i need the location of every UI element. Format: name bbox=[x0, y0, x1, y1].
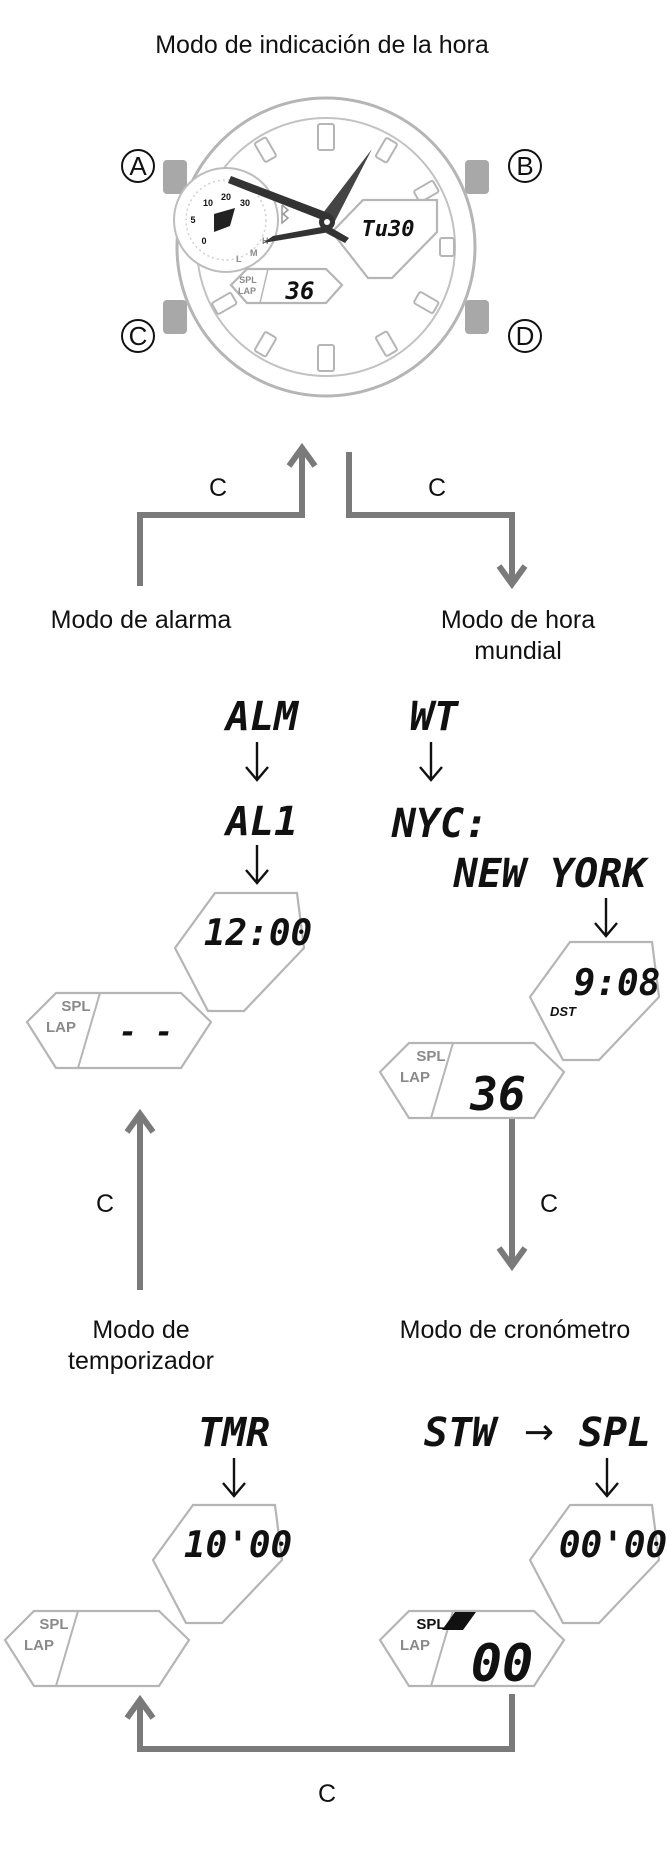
alarm-sub-display: - - bbox=[119, 1015, 173, 1050]
arrow-time-to-world: C bbox=[346, 452, 528, 590]
stopwatch-seq-from: STW bbox=[424, 1410, 499, 1456]
minute-hand bbox=[323, 149, 372, 223]
svg-text:10: 10 bbox=[203, 198, 213, 208]
arrow-right-icon: → bbox=[524, 1412, 554, 1453]
svg-text:C: C bbox=[96, 1190, 114, 1218]
button-a-crown[interactable] bbox=[163, 160, 187, 194]
subdial: 10 20 30 5 0 L M H bbox=[173, 167, 279, 273]
arrow-down-icon bbox=[594, 898, 618, 938]
alarm-main-window bbox=[173, 891, 306, 1013]
button-b[interactable]: B bbox=[508, 149, 542, 183]
svg-text:0: 0 bbox=[201, 236, 206, 246]
svg-text:C: C bbox=[209, 474, 227, 502]
svg-text:30: 30 bbox=[240, 198, 250, 208]
svg-text:C: C bbox=[129, 321, 148, 351]
svg-text:LAP: LAP bbox=[46, 1019, 76, 1036]
day-display-window bbox=[330, 198, 439, 280]
svg-text:SPL: SPL bbox=[39, 1616, 68, 1633]
svg-text:SPL: SPL bbox=[61, 998, 90, 1015]
svg-text:LAP: LAP bbox=[238, 286, 256, 296]
world-main-window bbox=[528, 940, 661, 1062]
svg-text:Modo de hora: Modo de hora bbox=[441, 606, 595, 634]
svg-text:B: B bbox=[516, 151, 533, 181]
button-c[interactable]: C bbox=[121, 319, 155, 353]
alarm-mode-label: Modo de alarma bbox=[51, 606, 232, 634]
button-b-crown[interactable] bbox=[465, 160, 489, 194]
timer-main-display: 10'00 bbox=[184, 1525, 292, 1566]
stopwatch-sub-display: 00 bbox=[471, 1634, 534, 1694]
timer-mode: Modo de temporizador TMR 10'00 SPL LAP bbox=[3, 1316, 292, 1688]
stopwatch-main-window bbox=[528, 1503, 661, 1625]
lower-display: 36 bbox=[285, 277, 315, 305]
timer-mode-label: temporizador bbox=[68, 1347, 214, 1375]
button-d-crown[interactable] bbox=[465, 300, 489, 334]
timer-sub-window bbox=[3, 1609, 191, 1688]
stopwatch-main-display: 00'00 bbox=[559, 1525, 667, 1566]
arrow-timer-to-alarm: C bbox=[96, 1108, 156, 1290]
svg-text:5: 5 bbox=[190, 215, 195, 225]
world-main-display: 9:08 bbox=[574, 963, 661, 1004]
arrow-down-icon bbox=[222, 1458, 246, 1498]
second-hand-left bbox=[228, 176, 331, 221]
arrow-down-icon bbox=[595, 1458, 619, 1498]
lower-display-window bbox=[229, 267, 344, 305]
watch: 10 20 30 5 0 L M H Tu30 SPL LAP 36 bbox=[121, 96, 542, 398]
svg-text:20: 20 bbox=[221, 192, 231, 202]
arrow-down-icon bbox=[245, 742, 269, 782]
svg-text:LAP: LAP bbox=[24, 1637, 54, 1654]
world-time-mode: Modo de hora mundial WT NYC: NEW YORK 9:… bbox=[378, 606, 661, 1121]
world-seq-3: NEW YORK bbox=[453, 851, 650, 897]
arrow-world-to-stopwatch: C bbox=[496, 1116, 558, 1272]
svg-text:H: H bbox=[262, 236, 269, 246]
dst-indicator: DST bbox=[550, 1004, 577, 1019]
stopwatch-mode: Modo de cronómetro STW → SPL 00'00 SPL L… bbox=[378, 1316, 667, 1694]
svg-text:Modo de: Modo de bbox=[92, 1316, 189, 1344]
split-indicator-icon bbox=[442, 1612, 476, 1630]
stopwatch-seq-to: SPL bbox=[579, 1410, 651, 1456]
svg-text:C: C bbox=[428, 474, 446, 502]
svg-text:mundial: mundial bbox=[474, 637, 562, 665]
svg-text:M: M bbox=[250, 248, 258, 258]
subdial-hand-icon bbox=[214, 208, 235, 232]
day-display: Tu30 bbox=[362, 217, 415, 242]
svg-text:D: D bbox=[516, 321, 535, 351]
svg-text:LAP: LAP bbox=[400, 1637, 430, 1654]
svg-text:SPL: SPL bbox=[416, 1048, 445, 1065]
arrow-stopwatch-to-timer: C bbox=[124, 1694, 515, 1808]
svg-text:C: C bbox=[318, 1780, 336, 1808]
svg-text:C: C bbox=[540, 1190, 558, 1218]
svg-text:A: A bbox=[129, 151, 147, 181]
world-sub-display: 36 bbox=[469, 1067, 525, 1121]
alarm-sub-window bbox=[25, 991, 213, 1070]
alarm-mode: Modo de alarma ALM AL1 12:00 SPL LAP - - bbox=[25, 606, 312, 1070]
hour-markers bbox=[211, 123, 455, 372]
arrow-down-icon bbox=[419, 742, 443, 782]
alarm-seq-2: AL1 bbox=[223, 799, 298, 845]
arrow-down-icon bbox=[245, 845, 269, 885]
stopwatch-sub-window bbox=[378, 1609, 566, 1688]
svg-text:LAP: LAP bbox=[400, 1069, 430, 1086]
timer-main-window bbox=[151, 1503, 284, 1625]
button-c-crown[interactable] bbox=[163, 300, 187, 334]
button-a[interactable]: A bbox=[121, 149, 155, 183]
world-seq-1: WT bbox=[410, 694, 460, 740]
arrow-alarm-to-time: C bbox=[137, 442, 318, 586]
world-sub-window bbox=[378, 1041, 566, 1120]
alarm-seq-1: ALM bbox=[223, 694, 300, 740]
timer-seq-1: TMR bbox=[198, 1410, 270, 1456]
svg-text:SPL: SPL bbox=[416, 1616, 445, 1633]
alarm-main-display: 12:00 bbox=[204, 913, 312, 954]
stopwatch-mode-label: Modo de cronómetro bbox=[400, 1316, 631, 1344]
bluetooth-icon bbox=[281, 204, 290, 225]
world-seq-2: NYC: bbox=[391, 801, 488, 847]
button-d[interactable]: D bbox=[508, 319, 542, 353]
svg-text:L: L bbox=[236, 254, 242, 264]
page-title: Modo de indicación de la hora bbox=[155, 31, 489, 59]
hour-hand bbox=[263, 226, 330, 243]
svg-text:SPL: SPL bbox=[239, 275, 257, 285]
